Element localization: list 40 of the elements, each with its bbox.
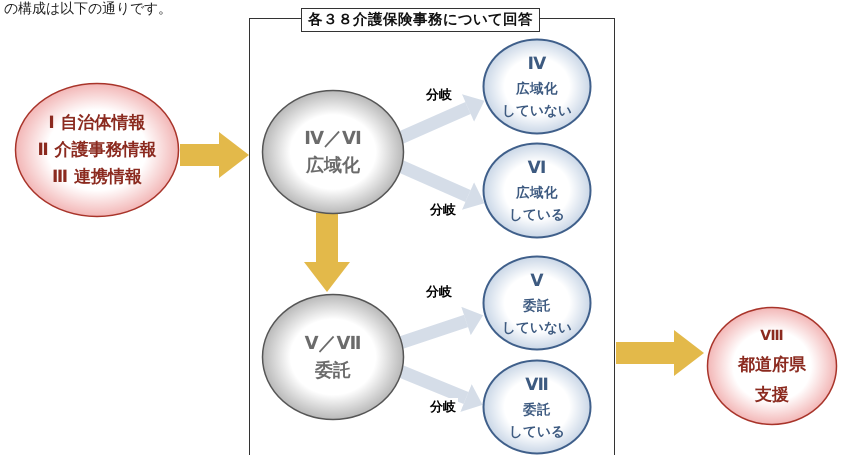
node-heading: Ⅳ [528,53,546,76]
ellipse-node [706,306,838,426]
node-label: 委託 [523,400,551,420]
node-label: 広域化 [306,154,360,178]
ellipse-node [261,89,405,215]
block-arrow [180,132,249,178]
edge-label: 分岐 [428,201,458,219]
ellipse-node [482,38,592,135]
node-heading: Ⅳ／Ⅵ [304,127,362,151]
node-label: している [509,206,565,225]
block-arrow [304,213,350,292]
edge-label: 分岐 [424,86,454,104]
node-label: 委託 [315,359,351,383]
node-heading: Ⅴ [530,270,544,292]
node-label: している [509,422,565,442]
node-label: していない [502,102,572,121]
node-label: していない [502,318,572,338]
block-arrow [398,364,483,412]
edge-label: 分岐 [428,398,458,416]
edge-label: 分岐 [424,283,454,301]
node-label: Ⅷ [760,326,784,346]
node-label: 支援 [755,384,789,406]
frame-heading: 各３８介護保険事務について回答 [301,8,540,32]
node-heading: Ⅴ／Ⅶ [304,332,362,356]
ellipse-node [482,142,592,239]
ellipse-node [14,82,180,218]
ellipse-node [482,359,592,455]
node-label: 広域化 [516,184,558,203]
block-arrow [616,330,704,376]
node-label: 委託 [523,296,551,316]
node-label: Ⅰ 自治体情報 [48,112,146,134]
node-label: Ⅲ 連携情報 [52,166,142,188]
node-label: Ⅱ 介護事務情報 [37,138,157,162]
node-heading: Ⅵ [528,157,546,180]
node-heading: Ⅶ [525,374,549,396]
node-label: 都道府県 [738,354,806,376]
ellipse-node [482,255,592,351]
ellipse-node [261,293,405,421]
node-label: 広域化 [516,80,558,99]
note-text: の構成は以下の通りです。 [4,1,172,18]
